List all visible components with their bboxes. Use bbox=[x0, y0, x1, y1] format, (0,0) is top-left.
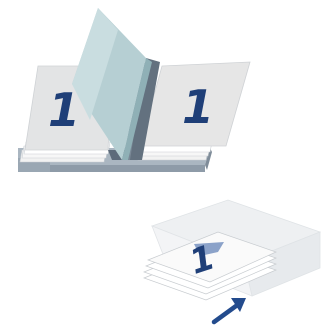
arrow-up-right-icon bbox=[214, 298, 246, 322]
open-book-assembly: 1 1 bbox=[18, 8, 250, 172]
output-assembly: 1 bbox=[144, 200, 320, 322]
right-page-number: 1 bbox=[182, 80, 214, 134]
left-page-number: 1 bbox=[48, 83, 80, 137]
